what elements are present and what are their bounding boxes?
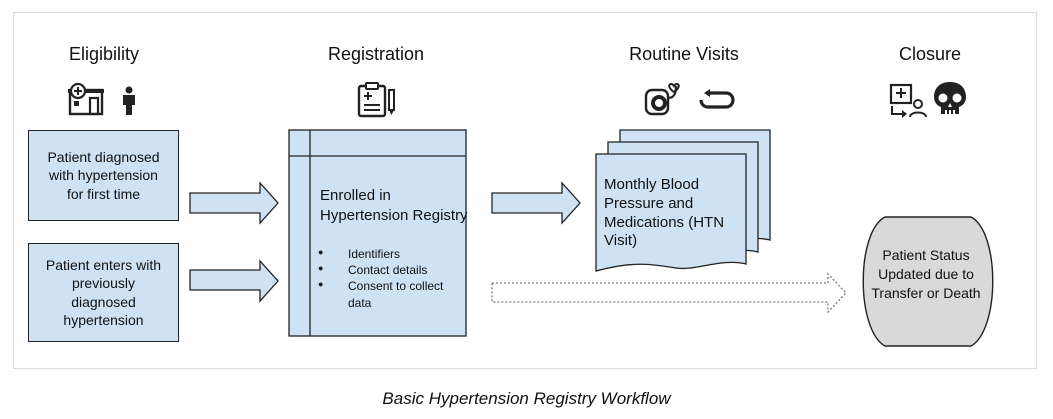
- arrow-first-time-to-registry: [189, 181, 279, 225]
- registry-item-consent: Consent to collect data: [314, 278, 464, 310]
- arrow-registry-to-visits: [491, 181, 581, 225]
- diagram-caption: Basic Hypertension Registry Workflow: [382, 389, 671, 408]
- skull-icon: [934, 82, 966, 114]
- stage-title-registration: Registration: [327, 44, 425, 64]
- clipboard-icon: [357, 82, 395, 118]
- person-icon: [123, 86, 135, 115]
- visit-document-text: Monthly Blood Pressure and Medications (…: [604, 176, 725, 250]
- closure-terminator-shape: [862, 216, 994, 347]
- registry-item-list: Identifiers Contact details Consent to c…: [314, 246, 464, 311]
- blood-pressure-monitor-icon: [644, 82, 680, 116]
- registry-item-contact-details: Contact details: [314, 262, 464, 278]
- transfer-patient-icon: [889, 83, 927, 118]
- repeat-icon: [699, 89, 735, 109]
- arrow-registry-to-closure-dotted: [491, 272, 847, 314]
- closure-box-text: Patient Status Updated due to Transfer o…: [871, 247, 981, 301]
- stage-title-closure: Closure: [898, 44, 962, 64]
- eligibility-box-previously-diagnosed: Patient enters with previously diagnosed…: [28, 243, 179, 342]
- arrow-previously-to-registry: [189, 259, 279, 303]
- registry-title: Enrolled in Hypertension Registry: [320, 187, 468, 224]
- stage-title-routine-visits: Routine Visits: [629, 44, 739, 64]
- eligibility-box-first-time: Patient diagnosed with hypertension for …: [28, 130, 179, 221]
- stage-title-eligibility: Eligibility: [68, 44, 140, 64]
- registry-item-identifiers: Identifiers: [314, 246, 464, 262]
- visit-document-stack: [595, 129, 771, 272]
- hospital-icon: [68, 82, 104, 116]
